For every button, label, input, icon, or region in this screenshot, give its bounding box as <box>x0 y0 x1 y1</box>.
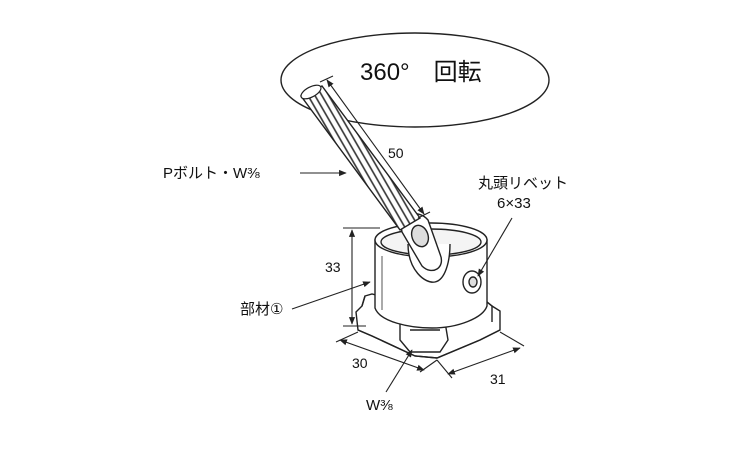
dim-width <box>436 331 525 379</box>
bottom-thread-label: W⅜ <box>366 397 393 414</box>
leader-bottom-thread <box>385 349 413 393</box>
dim-depth-label: 30 <box>352 355 368 371</box>
rivet-name-label: 丸頭リベット <box>478 175 568 192</box>
leader-member <box>291 281 371 310</box>
dim-width-label: 31 <box>490 371 506 387</box>
member-label: 部材① <box>240 301 283 318</box>
bolt-label: Pボルト・W⅜ <box>163 165 260 182</box>
dim-depth <box>335 331 438 373</box>
rotation-label: 360° 回転 <box>360 59 482 86</box>
dim-height <box>343 227 380 327</box>
rivet-size-label: 6×33 <box>497 195 531 212</box>
dim-bolt-length <box>319 75 431 219</box>
dim-height-label: 33 <box>325 259 341 275</box>
leader-rivet <box>477 217 513 277</box>
rivet-head <box>462 270 482 294</box>
dim-bolt-length-label: 50 <box>388 145 404 161</box>
